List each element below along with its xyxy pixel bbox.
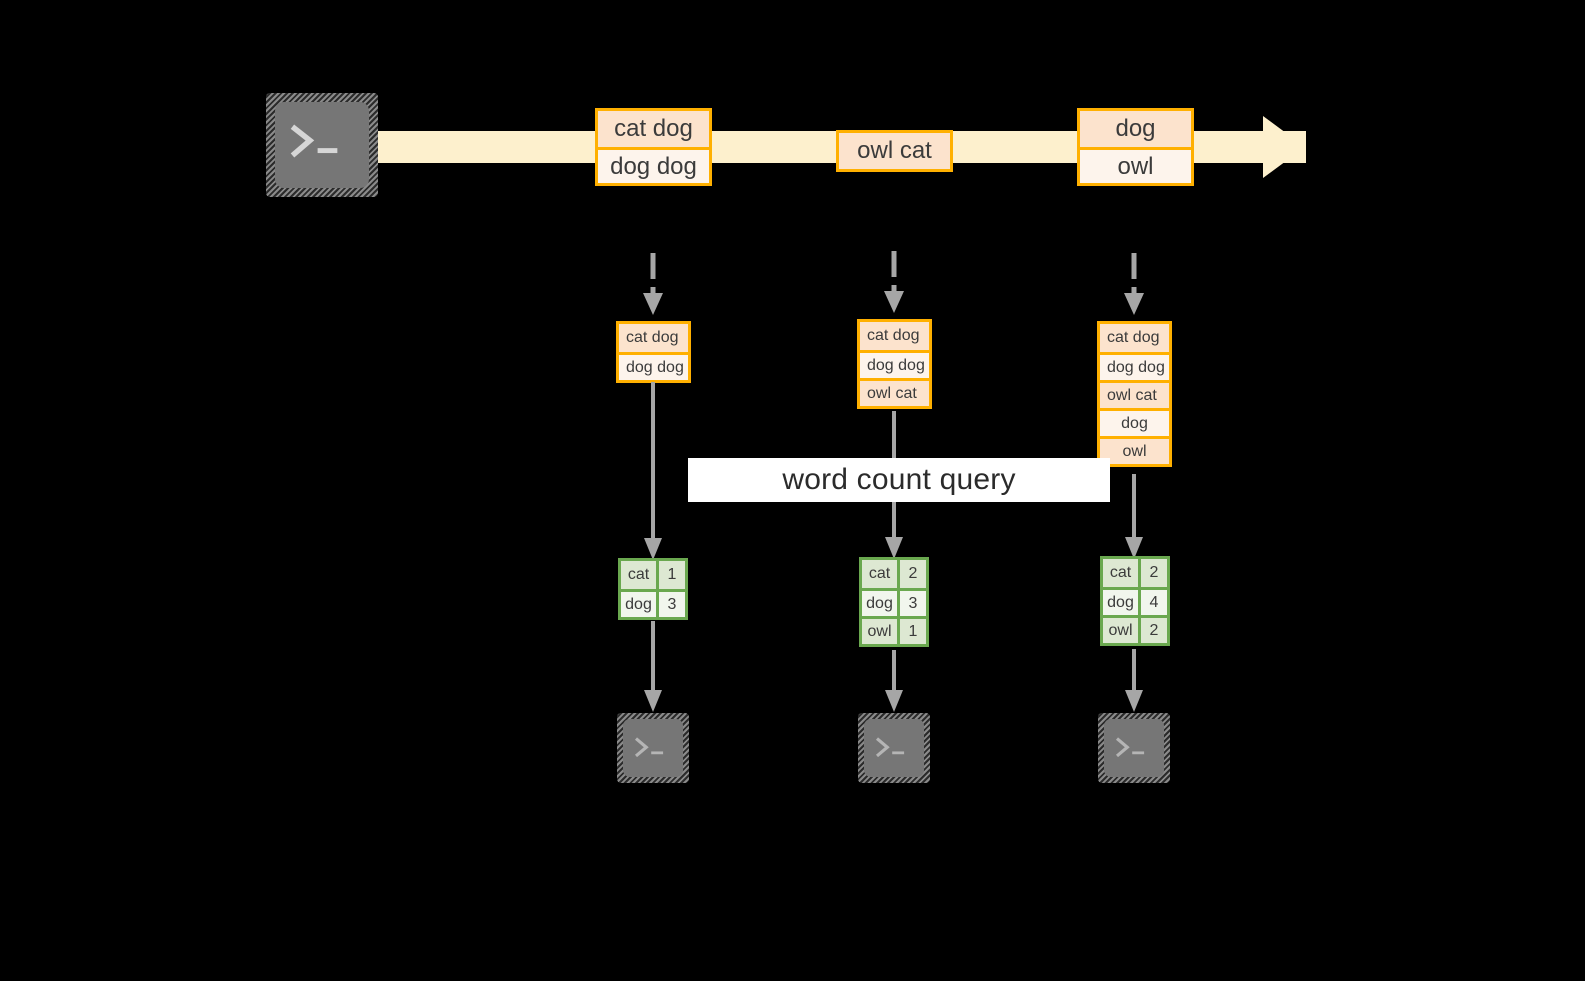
result-table-2-value-3: 1 xyxy=(900,619,926,644)
snapshot-2-row-2: dog dog xyxy=(860,350,929,378)
snapshot-1-row-2: dog dog xyxy=(619,352,688,380)
result-table-3-value-2: 4 xyxy=(1141,590,1167,615)
result-table-2-key-1: cat xyxy=(862,560,900,588)
result-table-2-row-3: owl 1 xyxy=(862,616,926,644)
stream-event-1[interactable]: cat dog dog dog xyxy=(595,108,712,186)
source-terminal-icon[interactable] xyxy=(266,93,378,197)
result-table-1-key-1: cat xyxy=(621,561,659,589)
result-table-1-row-2: dog 3 xyxy=(621,589,685,617)
stream-event-3-row-1: dog xyxy=(1080,111,1191,147)
query-label-text: word count query xyxy=(782,463,1016,496)
result-table-2-value-1: 2 xyxy=(900,560,926,588)
snapshot-3-row-2: dog dog xyxy=(1100,352,1169,380)
sink-terminal-2-screen xyxy=(864,719,924,777)
dashed-arrow-1 xyxy=(643,253,663,315)
stream-event-1-row-1: cat dog xyxy=(598,111,709,147)
prompt-glyph-icon xyxy=(634,737,663,757)
prompt-glyph-icon xyxy=(1115,737,1144,757)
snapshot-2[interactable]: cat dog dog dog owl cat xyxy=(857,319,932,409)
result-table-2[interactable]: cat 2 dog 3 owl 1 xyxy=(859,557,929,647)
stream-event-1-row-2: dog dog xyxy=(598,147,709,183)
result-table-2-row-2: dog 3 xyxy=(862,588,926,616)
query-arrow-1 xyxy=(644,382,662,560)
result-table-1-key-2: dog xyxy=(621,592,659,617)
snapshot-3[interactable]: cat dog dog dog owl cat dog owl xyxy=(1097,321,1172,467)
snapshot-3-row-3: owl cat xyxy=(1100,380,1169,408)
sink-terminal-1-icon[interactable] xyxy=(617,713,689,783)
output-arrow-1 xyxy=(644,621,662,712)
prompt-glyph-icon xyxy=(290,124,338,158)
snapshot-3-row-1: cat dog xyxy=(1100,324,1169,352)
result-table-3-row-3: owl 2 xyxy=(1103,615,1167,643)
result-table-1[interactable]: cat 1 dog 3 xyxy=(618,558,688,620)
prompt-glyph-icon xyxy=(875,737,904,757)
stream-event-3[interactable]: dog owl xyxy=(1077,108,1194,186)
query-label-banner: word count query xyxy=(688,458,1110,502)
result-table-3-key-2: dog xyxy=(1103,590,1141,615)
result-table-2-value-2: 3 xyxy=(900,591,926,616)
result-table-3-key-1: cat xyxy=(1103,559,1141,587)
dashed-arrow-3 xyxy=(1124,253,1144,315)
result-table-2-row-1: cat 2 xyxy=(862,560,926,588)
snapshot-1[interactable]: cat dog dog dog xyxy=(616,321,691,383)
query-arrow-3 xyxy=(1125,474,1143,559)
snapshot-3-row-4: dog xyxy=(1100,408,1169,436)
result-table-1-value-1: 1 xyxy=(659,561,685,589)
result-table-3-row-2: dog 4 xyxy=(1103,587,1167,615)
sink-terminal-3-screen xyxy=(1104,719,1164,777)
sink-terminal-1-screen xyxy=(623,719,683,777)
snapshot-3-row-5: owl xyxy=(1100,436,1169,464)
stream-event-3-row-2: owl xyxy=(1080,147,1191,183)
result-table-2-key-2: dog xyxy=(862,591,900,616)
event-stream-arrowhead xyxy=(1263,116,1305,178)
sink-terminal-2-icon[interactable] xyxy=(858,713,930,783)
result-table-3-key-3: owl xyxy=(1103,618,1141,643)
output-arrow-3 xyxy=(1125,649,1143,712)
stream-event-2[interactable]: owl cat xyxy=(836,130,953,172)
stream-event-2-row-1: owl cat xyxy=(839,133,950,169)
dashed-arrow-2 xyxy=(884,251,904,313)
result-table-3-value-3: 2 xyxy=(1141,618,1167,643)
result-table-2-key-3: owl xyxy=(862,619,900,644)
result-table-3-value-1: 2 xyxy=(1141,559,1167,587)
snapshot-1-row-1: cat dog xyxy=(619,324,688,352)
result-table-1-value-2: 3 xyxy=(659,592,685,617)
result-table-3[interactable]: cat 2 dog 4 owl 2 xyxy=(1100,556,1170,646)
output-arrow-2 xyxy=(885,650,903,712)
source-terminal-screen xyxy=(275,102,369,188)
result-table-3-row-1: cat 2 xyxy=(1103,559,1167,587)
snapshot-2-row-3: owl cat xyxy=(860,378,929,406)
snapshot-2-row-1: cat dog xyxy=(860,322,929,350)
sink-terminal-3-icon[interactable] xyxy=(1098,713,1170,783)
result-table-1-row-1: cat 1 xyxy=(621,561,685,589)
